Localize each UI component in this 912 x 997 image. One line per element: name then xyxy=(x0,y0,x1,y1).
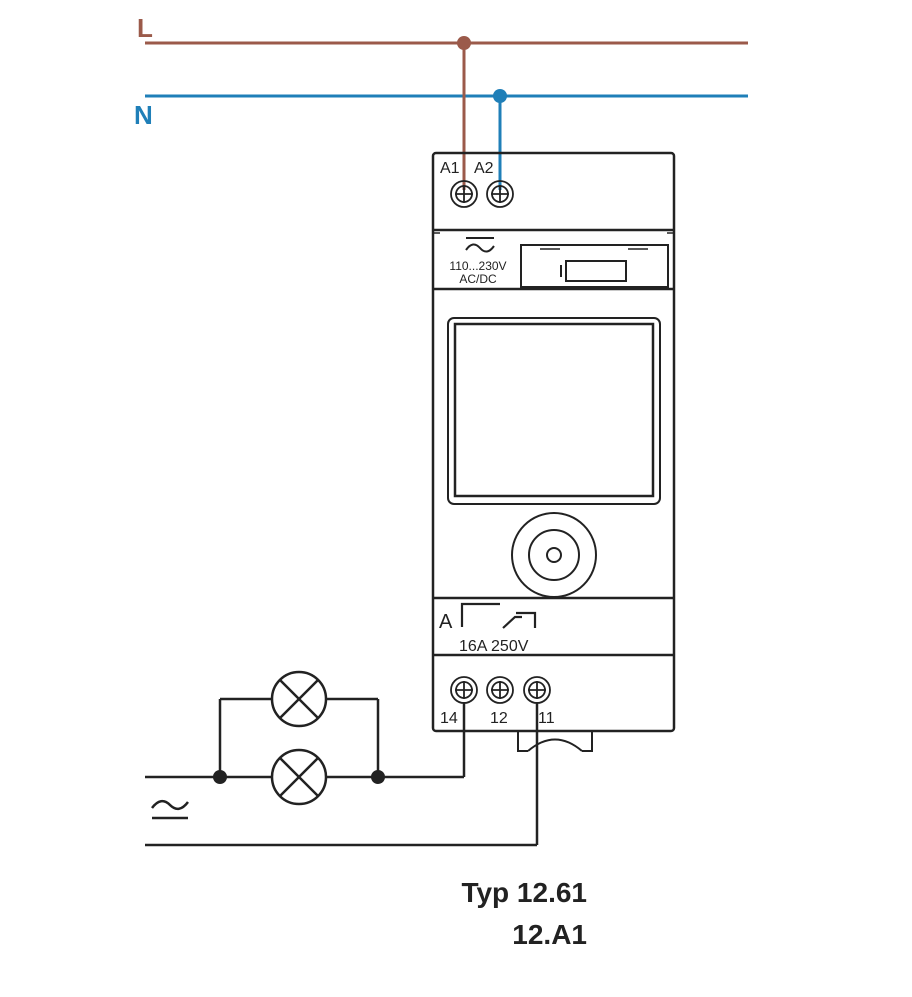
contact-label: A xyxy=(439,611,453,633)
line-l-label: L xyxy=(137,13,153,43)
terminal-a2-label: A2 xyxy=(474,160,494,177)
terminal-11-label: 11 xyxy=(538,710,555,727)
contact-rating-label: 16A 250V xyxy=(459,638,529,655)
relay-device xyxy=(431,151,676,752)
right-junction-dot xyxy=(371,770,385,784)
supply-voltage-label: 110...230V xyxy=(449,259,506,273)
terminal-12-label: 12 xyxy=(490,710,508,727)
line-n-label: N xyxy=(134,100,153,130)
lamp-icon xyxy=(270,670,328,728)
terminal-a1-label: A1 xyxy=(440,160,460,177)
caption-type: Typ 12.61 xyxy=(461,877,587,908)
ac-dc-symbol-icon xyxy=(465,237,495,253)
left-junction-dot xyxy=(213,770,227,784)
supply-type-label: AC/DC xyxy=(459,272,497,286)
l-junction-dot xyxy=(457,36,471,50)
lamp-icon xyxy=(270,748,328,806)
n-junction-dot xyxy=(493,89,507,103)
caption-model: 12.A1 xyxy=(512,919,587,950)
terminal-14-label: 14 xyxy=(440,710,458,727)
ac-source-icon xyxy=(151,799,189,820)
load-wiring xyxy=(145,697,539,847)
changeover-contact-icon xyxy=(460,602,537,629)
